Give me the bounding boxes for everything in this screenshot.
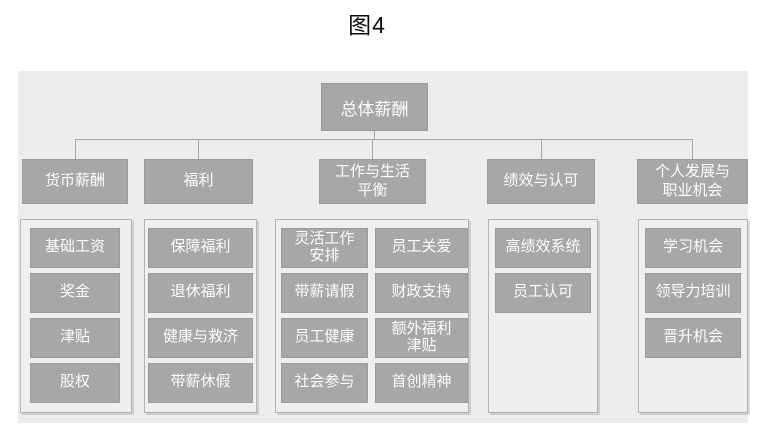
leaf-item: 财政支持 (375, 273, 468, 313)
branch-header-benefits: 福利 (144, 159, 253, 204)
connector-stub-performance (541, 140, 542, 159)
branch-header-monetary-pay: 货币薪酬 (22, 159, 128, 204)
leaf-item: 退休福利 (148, 273, 253, 313)
leaf-item: 基础工资 (30, 228, 120, 268)
connector-root-drop (374, 131, 375, 139)
root-node: 总体薪酬 (321, 83, 428, 131)
branch-header-personal-development: 个人发展与 职业机会 (637, 159, 748, 204)
connector-stub-benefits (198, 140, 199, 159)
leaf-item: 额外福利 津贴 (375, 318, 468, 358)
connector-stub-development (692, 140, 693, 159)
leaf-item: 带薪请假 (281, 273, 368, 313)
leaf-item: 奖金 (30, 273, 120, 313)
branch-header-work-life-balance: 工作与生活 平衡 (319, 159, 426, 204)
leaf-item: 社会参与 (281, 363, 368, 403)
leaf-item: 员工认可 (495, 273, 591, 313)
connector-stub-work-life (372, 140, 373, 159)
leaf-item: 津贴 (30, 318, 120, 358)
leaf-item: 保障福利 (148, 228, 253, 268)
leaf-item: 领导力培训 (645, 273, 741, 313)
leaf-item: 股权 (30, 363, 120, 403)
leaf-item: 学习机会 (645, 228, 741, 268)
figure-title: 图4 (348, 12, 386, 38)
branch-header-performance-recognition: 绩效与认可 (487, 159, 595, 204)
leaf-item: 员工健康 (281, 318, 368, 358)
leaf-item: 员工关爱 (375, 228, 468, 268)
leaf-item: 健康与救济 (148, 318, 253, 358)
leaf-item: 晋升机会 (645, 318, 741, 358)
connector-stub-monetary (75, 140, 76, 159)
leaf-item: 灵活工作 安排 (281, 228, 368, 268)
org-chart-canvas: 总体薪酬 货币薪酬 福利 工作与生活 平衡 绩效与认可 个人发展与 职业机会 基… (18, 71, 748, 423)
leaf-item: 高绩效系统 (495, 228, 591, 268)
leaf-item: 首创精神 (375, 363, 468, 403)
connector-horizontal (75, 139, 693, 140)
leaf-item: 带薪休假 (148, 363, 253, 403)
